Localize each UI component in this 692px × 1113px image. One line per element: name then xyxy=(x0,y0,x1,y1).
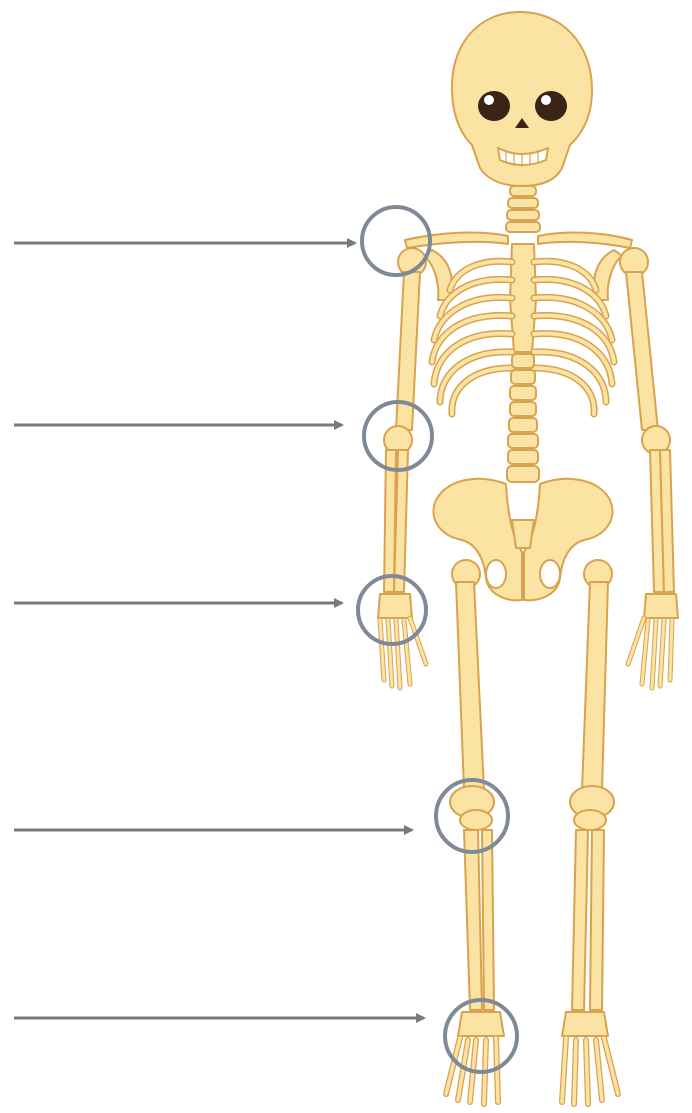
arm-right xyxy=(620,248,678,688)
neck-vertebrae xyxy=(506,186,540,232)
skull xyxy=(452,12,592,186)
spine xyxy=(507,354,539,482)
leg-right xyxy=(562,560,618,1104)
skeleton-illustration xyxy=(378,12,678,1104)
leg-left xyxy=(446,560,504,1104)
clavicle-left xyxy=(405,233,508,248)
clavicle-right xyxy=(538,233,632,248)
